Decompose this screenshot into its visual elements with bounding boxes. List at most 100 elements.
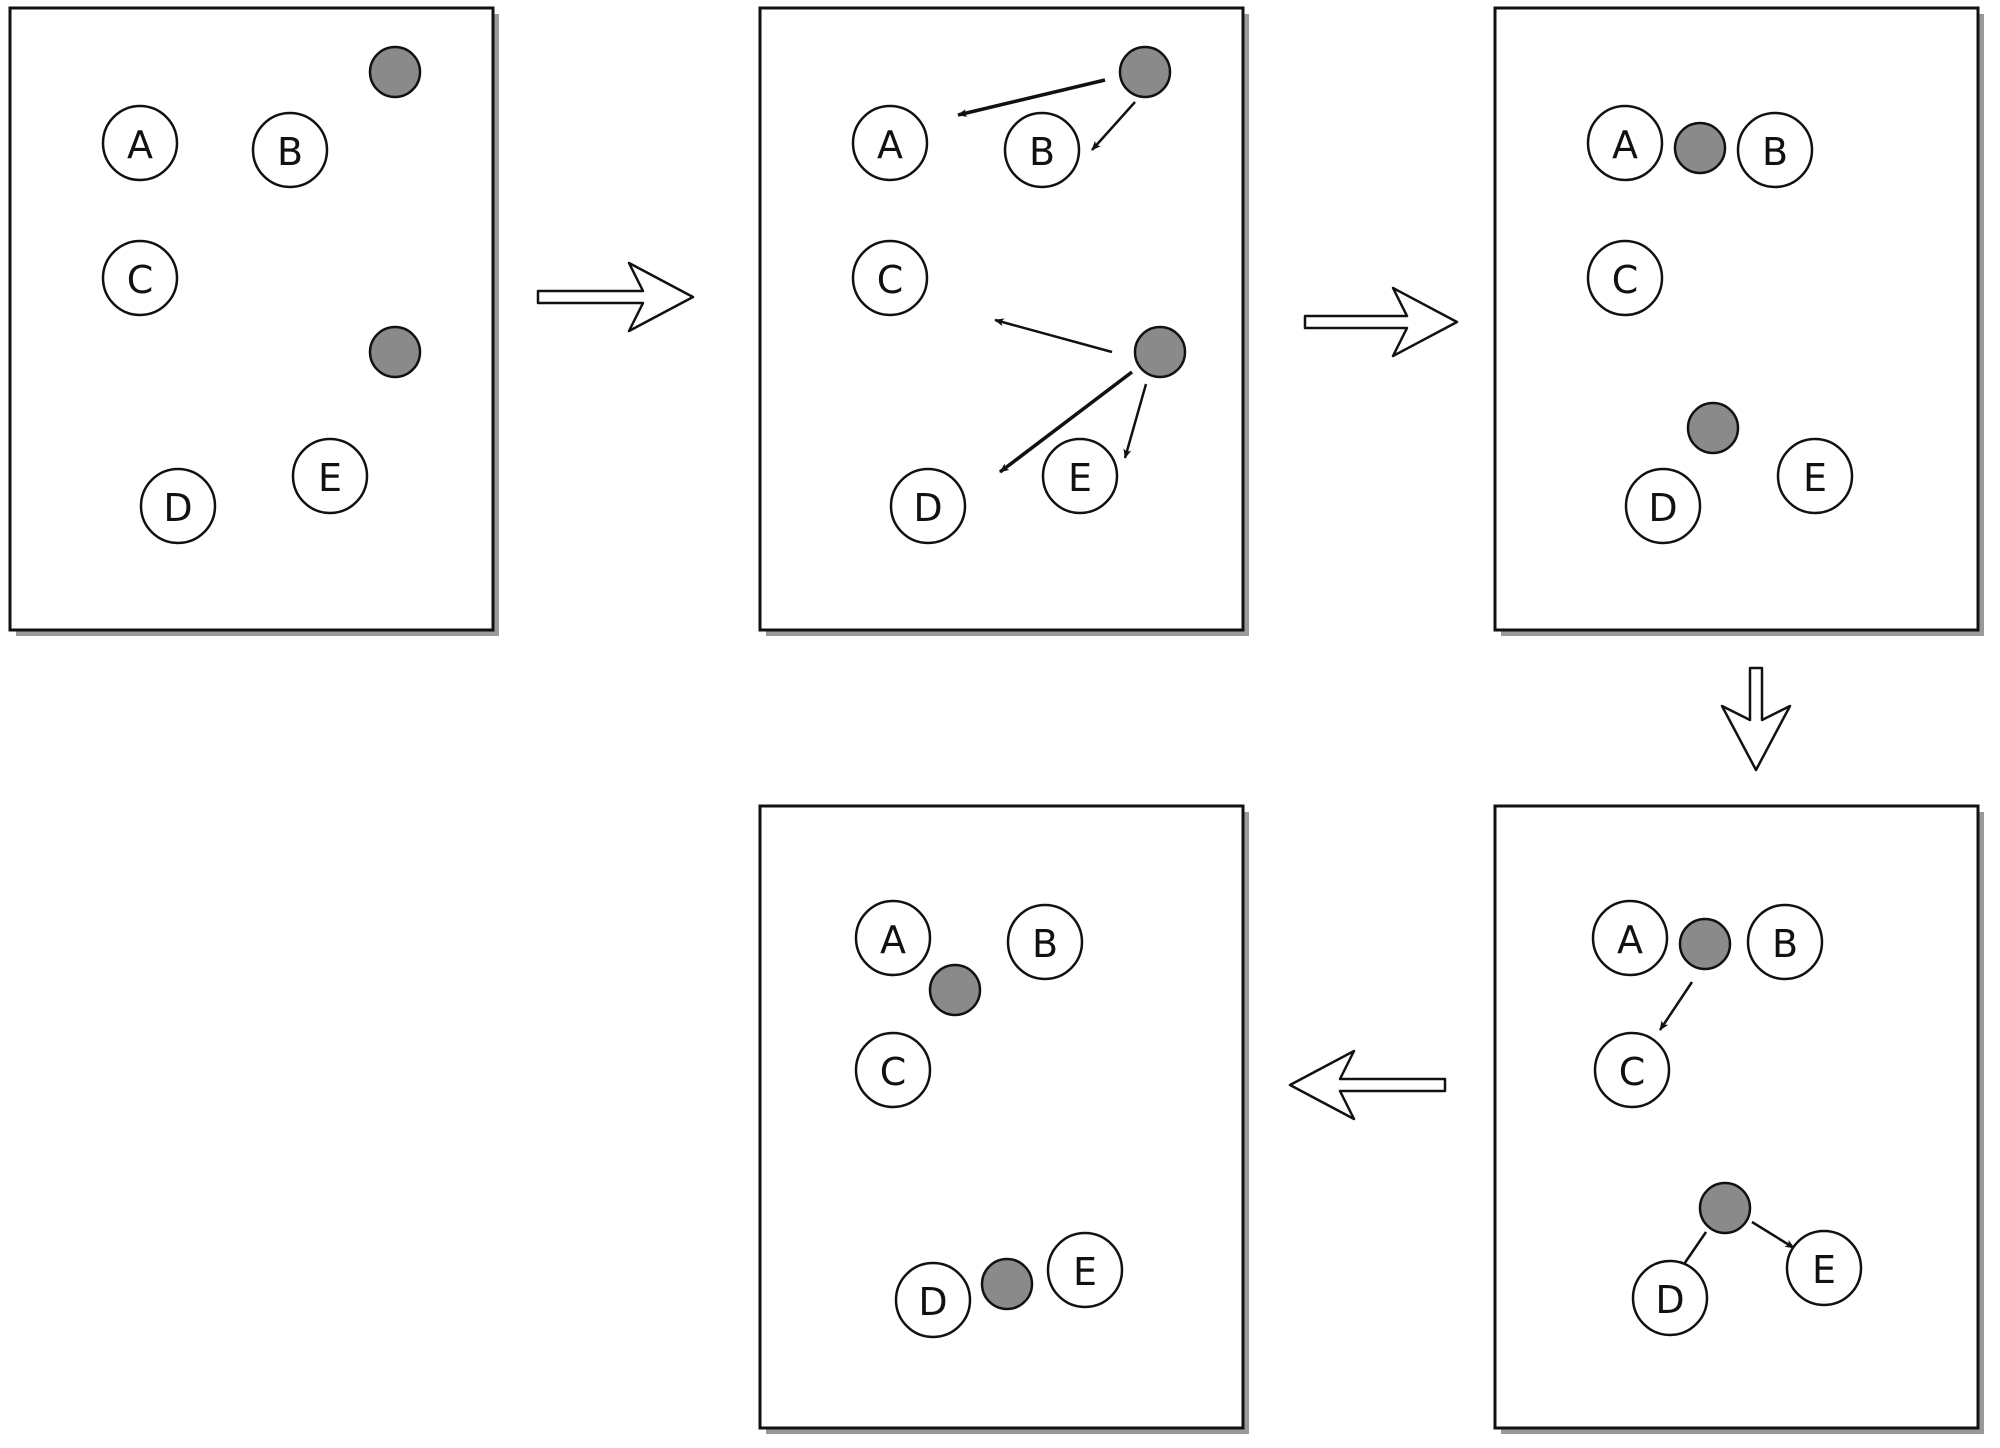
data-point-ring [854,899,932,977]
data-point-label: C [877,258,904,302]
data-point-label: E [1068,456,1092,500]
flow-arrow-step-4-to-5 [1288,1049,1447,1121]
data-point-ring [1586,104,1664,182]
assignment-arrow [994,318,1113,354]
data-point-a: A [1591,899,1669,977]
centroid-marker [368,45,422,99]
data-point-ring [1776,437,1854,515]
centroid-marker [980,1257,1034,1311]
data-point-label: C [1619,1050,1646,1094]
assignment-arrow [1658,981,1694,1031]
panel-frame [8,6,495,632]
data-point-e: E [1046,1231,1124,1309]
data-point-label: E [318,456,342,500]
data-point-b: B [1006,903,1084,981]
data-point-label: A [877,123,903,167]
data-point-ring [1624,467,1702,545]
data-point-ring [1736,111,1814,189]
data-point-label: D [918,1280,947,1324]
panel-step-4: A B C D E [1493,804,1984,1434]
data-point-label: E [1803,456,1827,500]
flow-arrow-step-2-to-3 [1303,286,1459,358]
centroid-marker [368,325,422,379]
data-point-a: A [101,104,179,182]
data-point-label: C [127,258,154,302]
data-point-label: B [1762,130,1788,174]
data-point-label: E [1073,1250,1097,1294]
centroid-marker [1673,121,1727,175]
data-point-label: B [1029,130,1055,174]
flow-arrow-step-3-to-4 [1720,666,1792,772]
data-point-label: D [163,486,192,530]
panel-frame [758,6,1245,632]
panel-step-5: A B C D E [758,804,1249,1434]
data-point-ring [1586,239,1664,317]
assignment-arrow [1751,1220,1795,1250]
data-point-ring [894,1261,972,1339]
data-point-d: D [139,467,217,545]
data-point-ring [851,104,929,182]
data-point-ring [291,437,369,515]
assignment-arrow [998,370,1134,474]
data-point-label: C [1612,258,1639,302]
panel-step-2: A B C D E [758,6,1249,636]
data-point-label: E [1812,1248,1836,1292]
centroid-marker [1678,917,1732,971]
data-point-ring [854,1031,932,1109]
data-point-e: E [1776,437,1854,515]
data-point-label: A [1612,123,1638,167]
data-point-a: A [854,899,932,977]
data-point-ring [1041,437,1119,515]
data-point-ring [1006,903,1084,981]
data-point-label: A [127,123,153,167]
data-point-label: D [1648,486,1677,530]
data-point-ring [1631,1259,1709,1337]
panel-frame [1493,804,1980,1430]
data-point-a: A [851,104,929,182]
data-point-d: D [1624,467,1702,545]
assignment-arrow [1091,101,1136,151]
data-point-d: D [889,467,967,545]
data-point-ring [101,104,179,182]
centroid-marker [1698,1181,1752,1235]
data-point-label: B [1032,922,1058,966]
data-point-label: A [1617,918,1643,962]
panel-step-1: A B C D E [8,6,499,636]
data-point-d: D [1631,1259,1709,1337]
data-point-label: A [880,918,906,962]
data-point-label: B [277,130,303,174]
data-point-b: B [1736,111,1814,189]
data-point-c: C [1593,1031,1671,1109]
data-point-label: D [1655,1278,1684,1322]
data-point-ring [251,111,329,189]
data-point-ring [1593,1031,1671,1109]
data-point-c: C [851,239,929,317]
data-point-ring [1003,111,1081,189]
data-point-ring [101,239,179,317]
data-point-ring [851,239,929,317]
data-point-b: B [1746,903,1824,981]
centroid-marker [1118,45,1172,99]
data-point-label: D [913,486,942,530]
data-point-ring [1746,903,1824,981]
data-point-c: C [101,239,179,317]
data-point-b: B [251,111,329,189]
assignment-arrow [957,78,1106,117]
assignment-arrow [1123,383,1148,459]
data-point-ring [139,467,217,545]
data-point-label: B [1772,922,1798,966]
data-point-ring [1591,899,1669,977]
data-point-ring [889,467,967,545]
data-point-d: D [894,1261,972,1339]
centroid-marker [928,963,982,1017]
data-point-label: C [880,1050,907,1094]
data-point-e: E [1785,1229,1863,1307]
panel-frame [758,804,1245,1430]
data-point-e: E [1041,437,1119,515]
data-point-c: C [1586,239,1664,317]
panel-frame [1493,6,1980,632]
data-point-c: C [854,1031,932,1109]
panel-step-3: A B C D E [1493,6,1984,636]
centroid-marker [1133,325,1187,379]
